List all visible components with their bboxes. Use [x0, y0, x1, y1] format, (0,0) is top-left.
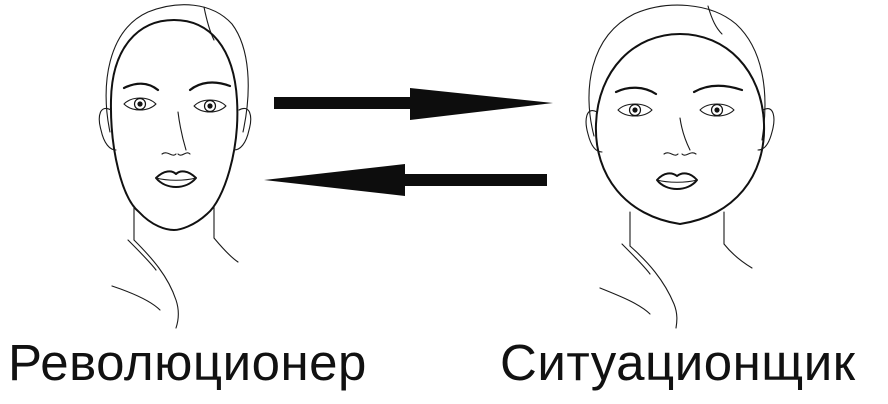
left-face-ear-left — [98, 108, 117, 151]
left-face-pupil-left — [137, 101, 143, 107]
left-face-pupil-right — [207, 103, 213, 109]
right-face-shoulder-2 — [621, 243, 651, 275]
left-face-ear-right — [233, 108, 252, 151]
arrow-left-shaft — [400, 174, 547, 186]
right-face-nose — [663, 117, 697, 156]
left-face-shoulder-2 — [127, 239, 157, 271]
arrow-right-head — [410, 88, 553, 120]
right-face-neck — [629, 211, 725, 247]
left-face-hair-part — [203, 6, 215, 41]
left-face-label: Революционер — [8, 334, 367, 391]
right-face-outline — [594, 33, 766, 225]
right-face-brow-right — [692, 84, 744, 94]
right-face-brow-left — [614, 86, 658, 96]
left-face-eye-right — [193, 99, 227, 113]
right-face-eye-left — [617, 103, 653, 117]
left-face-shoulder — [111, 285, 161, 311]
left-face-illustration — [98, 4, 252, 329]
arrow-right-shaft — [274, 97, 416, 109]
left-face-collar — [133, 237, 239, 329]
arrow-left — [264, 164, 547, 196]
right-face-lip-line — [656, 179, 698, 183]
right-face-hair — [588, 4, 766, 141]
right-face-shoulder — [599, 287, 651, 315]
right-face-hair-part — [707, 5, 723, 35]
arrow-left-head — [264, 164, 405, 196]
left-face-brow-right — [188, 81, 232, 92]
right-face-eye-right — [699, 103, 735, 117]
left-face-eye-left — [123, 97, 157, 111]
left-face-mouth — [155, 170, 197, 188]
left-face-outline — [109, 19, 239, 231]
right-face-collar — [629, 243, 753, 329]
left-face-nose — [161, 111, 191, 156]
left-face-brow-left — [122, 82, 160, 92]
right-face-label: Ситуационщик — [500, 334, 856, 391]
right-face-ear-left — [585, 110, 603, 153]
right-face-illustration — [585, 4, 775, 329]
right-face-pupil-right — [714, 107, 720, 113]
arrow-right — [274, 88, 553, 120]
left-face-neck — [133, 205, 215, 241]
right-face-pupil-left — [632, 107, 638, 113]
left-face-lip-line — [155, 177, 197, 181]
left-face-hair — [105, 4, 249, 133]
right-face-mouth — [656, 172, 698, 190]
right-face-ear-right — [757, 108, 775, 151]
